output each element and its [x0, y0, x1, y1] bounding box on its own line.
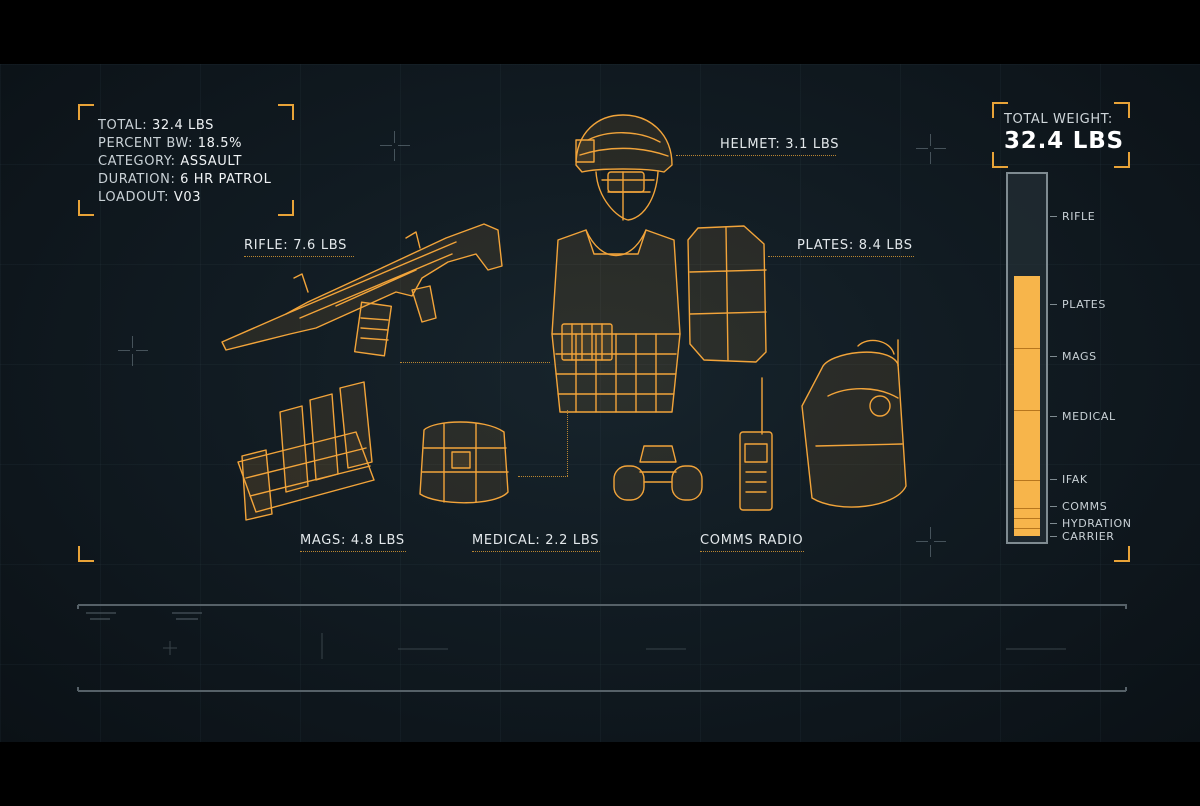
night-vision-icon	[613, 445, 703, 501]
weight-corner-br	[1114, 152, 1130, 168]
gauge-segment	[1014, 508, 1040, 509]
gauge-tick	[1050, 536, 1057, 537]
percent-line: PERCENT BW: 18.5%	[98, 135, 271, 153]
duration-value: 6 HR PATROL	[180, 172, 272, 187]
category-line: CATEGORY: ASSAULT	[98, 153, 271, 171]
helmet-callout: HELMET: 3.1 LBS	[720, 137, 840, 152]
comms-callout: COMMS RADIO	[700, 533, 804, 548]
loadout-info: TOTAL: 32.4 LBS PERCENT BW: 18.5% CATEGO…	[98, 117, 271, 207]
bottom-timeline-panel	[77, 604, 1127, 692]
backpack-icon	[801, 339, 907, 508]
helmet-icon	[575, 114, 673, 221]
loadout-line: LOADOUT: V03	[98, 189, 271, 207]
rifle-icon	[221, 223, 503, 357]
gauge-segment	[1014, 518, 1040, 519]
weight-corner-bl	[992, 152, 1008, 168]
category-label: CATEGORY:	[98, 154, 176, 169]
gauge-segment	[1014, 348, 1040, 349]
plates-callout: PLATES: 8.4 LBS	[797, 238, 913, 253]
rifle-leader	[400, 362, 550, 363]
helmet-callout-line	[676, 155, 836, 156]
mags-callout-line	[300, 551, 406, 552]
gauge-label-hydration: HYDRATION	[1062, 517, 1132, 530]
gauge-label-carrier: CARRIER	[1062, 530, 1115, 543]
medical-leader-vertical	[567, 410, 568, 476]
info-corner-tl	[78, 104, 94, 120]
total-weight-label: TOTAL WEIGHT:	[1004, 112, 1113, 127]
total-weight-value: 32.4 LBS	[1004, 128, 1124, 154]
category-value: ASSAULT	[180, 154, 242, 169]
info-corner-bl	[78, 200, 94, 216]
magazines-icon	[237, 381, 375, 521]
loadout-label: LOADOUT:	[98, 190, 170, 205]
rifle-callout: RIFLE: 7.6 LBS	[244, 238, 348, 253]
gauge-label-plates: PLATES	[1062, 298, 1106, 311]
gauge-label-mags: MAGS	[1062, 350, 1097, 363]
total-value: 32.4 LBS	[151, 118, 215, 133]
gauge-segment	[1014, 410, 1040, 411]
hud-stage	[0, 64, 1200, 742]
crosshair-marker	[916, 134, 946, 164]
medical-callout: MEDICAL: 2.2 LBS	[472, 533, 600, 548]
total-label: TOTAL:	[98, 118, 148, 133]
info-corner-tr	[278, 104, 294, 120]
letterbox-top	[0, 0, 1200, 64]
comms-callout-line	[700, 551, 804, 552]
gauge-segment	[1014, 528, 1040, 529]
gauge-label-comms: COMMS	[1062, 500, 1108, 513]
gauge-tick	[1050, 216, 1057, 217]
crosshair-marker	[380, 131, 410, 161]
frame-corner-bl	[78, 546, 94, 562]
plate-carrier-icon	[551, 229, 681, 413]
gauge-tick	[1050, 356, 1057, 357]
gauge-tick	[1050, 523, 1057, 524]
weight-gauge-fill	[1014, 276, 1040, 536]
weight-gauge	[1006, 172, 1048, 544]
plates-callout-line	[768, 256, 914, 257]
loadout-value: V03	[173, 190, 202, 205]
mags-callout: MAGS: 4.8 LBS	[300, 533, 405, 548]
percent-value: 18.5%	[197, 136, 243, 151]
gauge-tick	[1050, 304, 1057, 305]
crosshair-marker	[118, 336, 148, 366]
armor-plate-icon	[687, 225, 767, 363]
crosshair-marker	[916, 527, 946, 557]
rifle-callout-line	[244, 256, 354, 257]
info-corner-br	[278, 200, 294, 216]
gauge-tick	[1050, 416, 1057, 417]
percent-label: PERCENT BW:	[98, 136, 194, 151]
duration-label: DURATION:	[98, 172, 176, 187]
gauge-label-medical: MEDICAL	[1062, 410, 1116, 423]
duration-line: DURATION: 6 HR PATROL	[98, 171, 271, 189]
medical-pouch-icon	[419, 421, 509, 504]
medical-callout-line	[472, 551, 600, 552]
gauge-label-rifle: RIFLE	[1062, 210, 1096, 223]
frame-corner-br	[1114, 546, 1130, 562]
weight-corner-tr	[1114, 102, 1130, 118]
radio-icon	[739, 377, 773, 511]
medical-leader	[518, 476, 568, 477]
total-line: TOTAL: 32.4 LBS	[98, 117, 271, 135]
gauge-tick	[1050, 479, 1057, 480]
gauge-tick	[1050, 506, 1057, 507]
gauge-segment	[1014, 480, 1040, 481]
letterbox-bottom	[0, 742, 1200, 806]
weight-corner-tl	[992, 102, 1008, 118]
gauge-label-ifak: IFAK	[1062, 473, 1088, 486]
